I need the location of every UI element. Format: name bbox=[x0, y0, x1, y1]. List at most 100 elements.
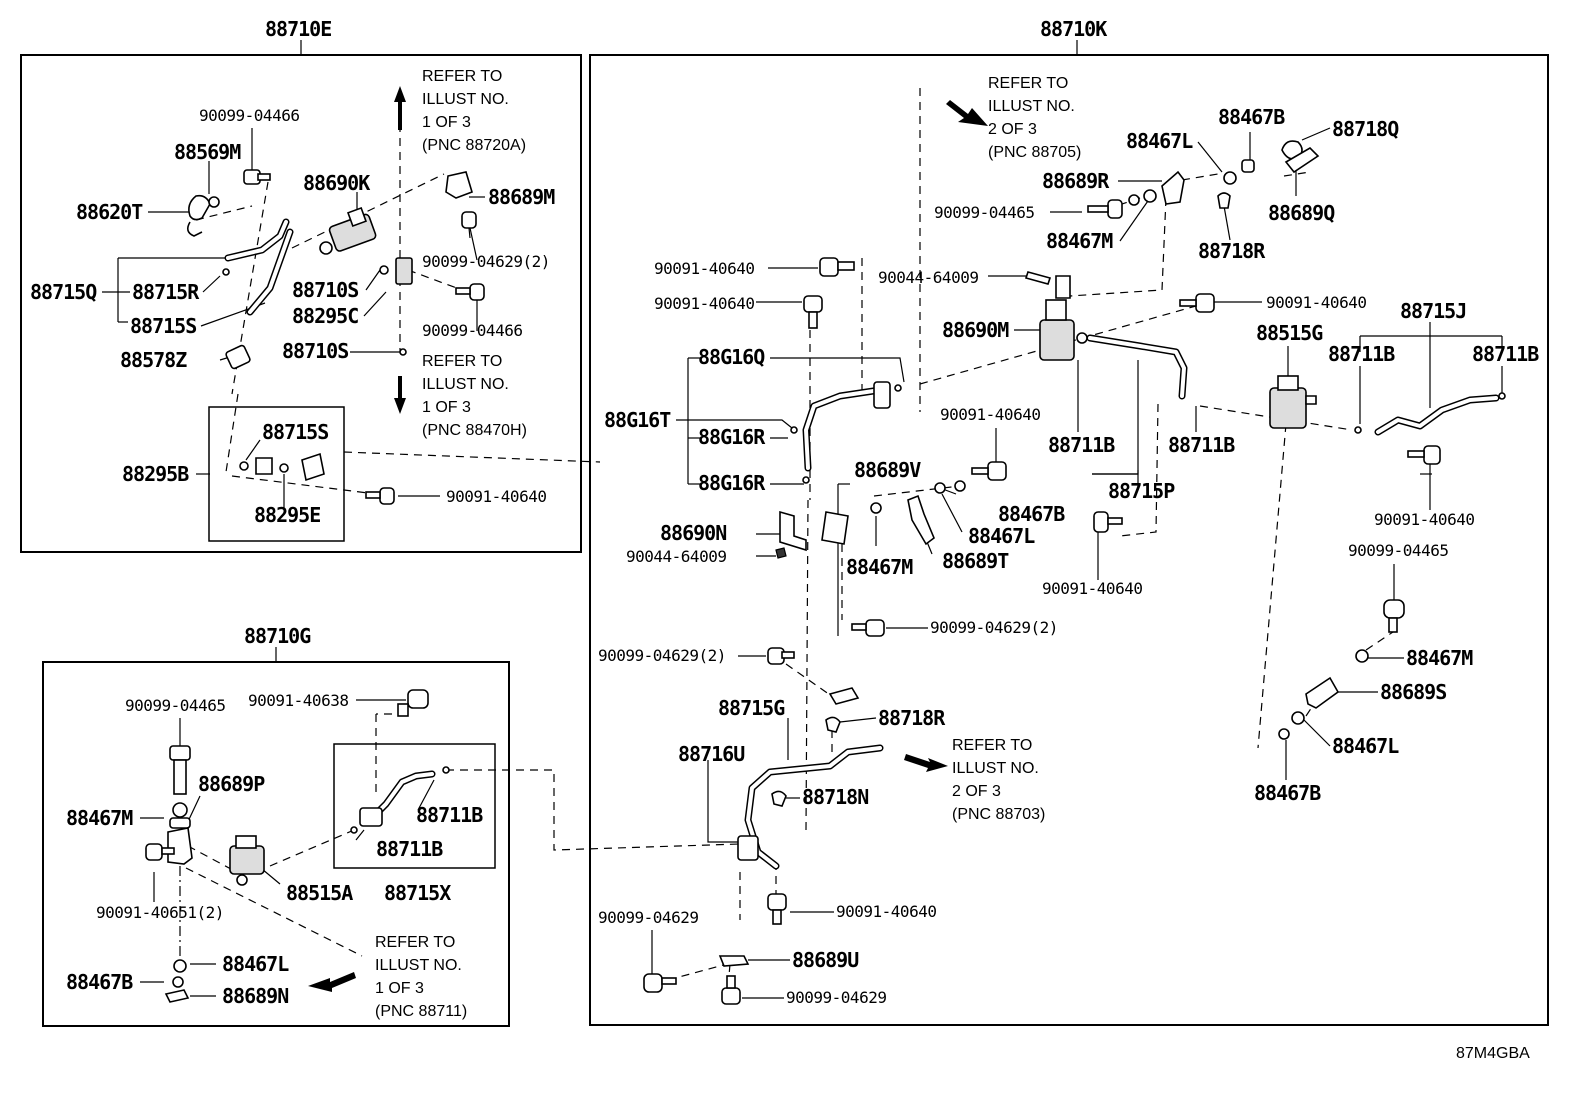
bolt-icon bbox=[1093, 511, 1123, 533]
part-label: 88690M bbox=[942, 318, 1009, 342]
svg-text:1 OF 3: 1 OF 3 bbox=[422, 399, 471, 416]
o-ring-icon bbox=[442, 766, 450, 774]
part-label: 90091-40640 bbox=[654, 259, 754, 278]
part-label: 88710S bbox=[282, 339, 348, 363]
filter-assembly-icon bbox=[239, 452, 325, 482]
svg-text:ILLUST NO.: ILLUST NO. bbox=[988, 98, 1075, 115]
part-label: 90044-64009 bbox=[626, 547, 726, 566]
part-label: 88715S bbox=[262, 420, 328, 444]
panel-frame bbox=[589, 54, 1549, 1026]
svg-text:2 OF 3: 2 OF 3 bbox=[952, 783, 1001, 800]
part-label: 88711B bbox=[1168, 433, 1235, 457]
part-label: 88467M bbox=[1406, 646, 1473, 670]
bolt-icon bbox=[1087, 199, 1123, 219]
grommet-icon bbox=[1278, 728, 1290, 740]
part-label: 88718N bbox=[802, 785, 868, 809]
part-label: 90091-40640 bbox=[654, 294, 754, 313]
svg-text:REFER TO: REFER TO bbox=[988, 75, 1068, 92]
panel-e-drawing bbox=[102, 86, 601, 508]
bolt-icon bbox=[365, 487, 395, 505]
part-label: 88689P bbox=[198, 772, 265, 796]
panel-88710K: 88710K bbox=[589, 17, 1549, 1026]
washer-icon bbox=[173, 959, 187, 973]
bolt-icon bbox=[461, 211, 477, 239]
bolt-icon bbox=[971, 461, 1007, 481]
figure-id: 87M4GBA bbox=[1456, 1045, 1530, 1062]
part-label: 90044-64009 bbox=[878, 268, 978, 287]
part-label: 88689N bbox=[222, 984, 288, 1008]
bracket-plate-icon bbox=[821, 511, 849, 545]
vacuum-hose-icon bbox=[1086, 334, 1188, 400]
svg-text:(PNC 88703): (PNC 88703) bbox=[952, 806, 1045, 823]
panel-title: 88710K bbox=[1040, 17, 1107, 41]
clamp-icon bbox=[771, 790, 787, 807]
part-label: 90091-40640 bbox=[1374, 510, 1474, 529]
part-label: 90099-04465 bbox=[934, 203, 1034, 222]
note-e2: REFER TO ILLUST NO. 1 OF 3 (PNC 88470H) bbox=[422, 353, 527, 439]
part-label: 88295C bbox=[292, 304, 358, 328]
vsv-valve-icon bbox=[229, 835, 265, 886]
grommet-icon bbox=[169, 817, 191, 829]
part-label: 88689U bbox=[792, 948, 858, 972]
hose-sleeve-icon bbox=[225, 344, 251, 370]
bolt-icon bbox=[455, 283, 485, 301]
bolt-icon bbox=[803, 295, 823, 329]
part-label: 88690K bbox=[303, 171, 370, 195]
part-label: 88467B bbox=[998, 502, 1065, 526]
bracket-icon bbox=[907, 494, 935, 546]
svg-text:ILLUST NO.: ILLUST NO. bbox=[375, 957, 462, 974]
bracket-icon bbox=[828, 687, 860, 705]
hose-end-icon bbox=[222, 268, 230, 276]
part-label: 88295E bbox=[254, 503, 320, 527]
part-label: 88G16R bbox=[698, 425, 766, 449]
part-label: 88467L bbox=[222, 952, 289, 976]
part-label: 88689M bbox=[488, 185, 555, 209]
part-label: 90099-04629(2) bbox=[422, 252, 550, 271]
bracket-icon bbox=[167, 827, 193, 865]
part-label: 88689S bbox=[1380, 680, 1446, 704]
bolt-icon bbox=[721, 975, 741, 1005]
part-label: 88G16T bbox=[604, 408, 671, 432]
part-label: 90099-04629 bbox=[786, 988, 886, 1007]
o-ring-icon bbox=[1498, 392, 1506, 400]
bolt-icon bbox=[397, 689, 429, 717]
part-label: 90099-04465 bbox=[1348, 541, 1448, 560]
part-label: 88G16Q bbox=[698, 345, 765, 369]
vsv-valve-icon bbox=[1269, 375, 1317, 429]
arrow-up-icon bbox=[394, 86, 406, 130]
part-label: 88716U bbox=[678, 742, 744, 766]
svg-text:(PNC 88711): (PNC 88711) bbox=[375, 1003, 467, 1020]
washer-icon bbox=[954, 480, 966, 492]
part-label: 90099-04466 bbox=[199, 106, 299, 125]
svg-text:2 OF 3: 2 OF 3 bbox=[988, 121, 1037, 138]
grommet-icon bbox=[1241, 159, 1255, 173]
bolt-icon bbox=[767, 647, 795, 665]
part-label: 90091-40638 bbox=[248, 691, 348, 710]
part-label: 88569M bbox=[174, 140, 241, 164]
svg-text:ILLUST NO.: ILLUST NO. bbox=[422, 376, 509, 393]
labels-panel-g: 90099-04465 90091-40638 88689P 88467M 88… bbox=[66, 691, 484, 1008]
part-label: 90099-04465 bbox=[125, 696, 225, 715]
part-label: 88467L bbox=[968, 524, 1035, 548]
part-label: 88467M bbox=[1046, 229, 1113, 253]
part-label: 88715R bbox=[132, 280, 200, 304]
part-label: 90099-04466 bbox=[422, 321, 522, 340]
part-label: 90099-04629(2) bbox=[598, 646, 726, 665]
part-label: 88620T bbox=[76, 200, 143, 224]
clip-icon bbox=[1024, 271, 1052, 285]
svg-text:REFER TO: REFER TO bbox=[422, 68, 502, 85]
bolt-icon bbox=[1407, 445, 1441, 465]
subassembly-box-88715X bbox=[333, 743, 496, 869]
note-g1: REFER TO ILLUST NO. 1 OF 3 (PNC 88711) bbox=[375, 934, 467, 1020]
vsv-bracket-icon bbox=[775, 510, 807, 559]
svg-text:REFER TO: REFER TO bbox=[422, 353, 502, 370]
part-label: 88711B bbox=[376, 837, 443, 861]
part-label: 88689Q bbox=[1268, 201, 1335, 225]
bracket-icon bbox=[1128, 170, 1185, 206]
note-k1: REFER TO ILLUST NO. 2 OF 3 (PNC 88705) bbox=[988, 75, 1081, 161]
clip-icon bbox=[1281, 140, 1320, 174]
labels-panel-e: 90099-04466 88569M 88620T 88690K 88689M … bbox=[30, 106, 556, 527]
svg-text:1 OF 3: 1 OF 3 bbox=[375, 980, 424, 997]
washer-icon bbox=[1223, 171, 1237, 185]
bolt-icon bbox=[1179, 293, 1215, 313]
